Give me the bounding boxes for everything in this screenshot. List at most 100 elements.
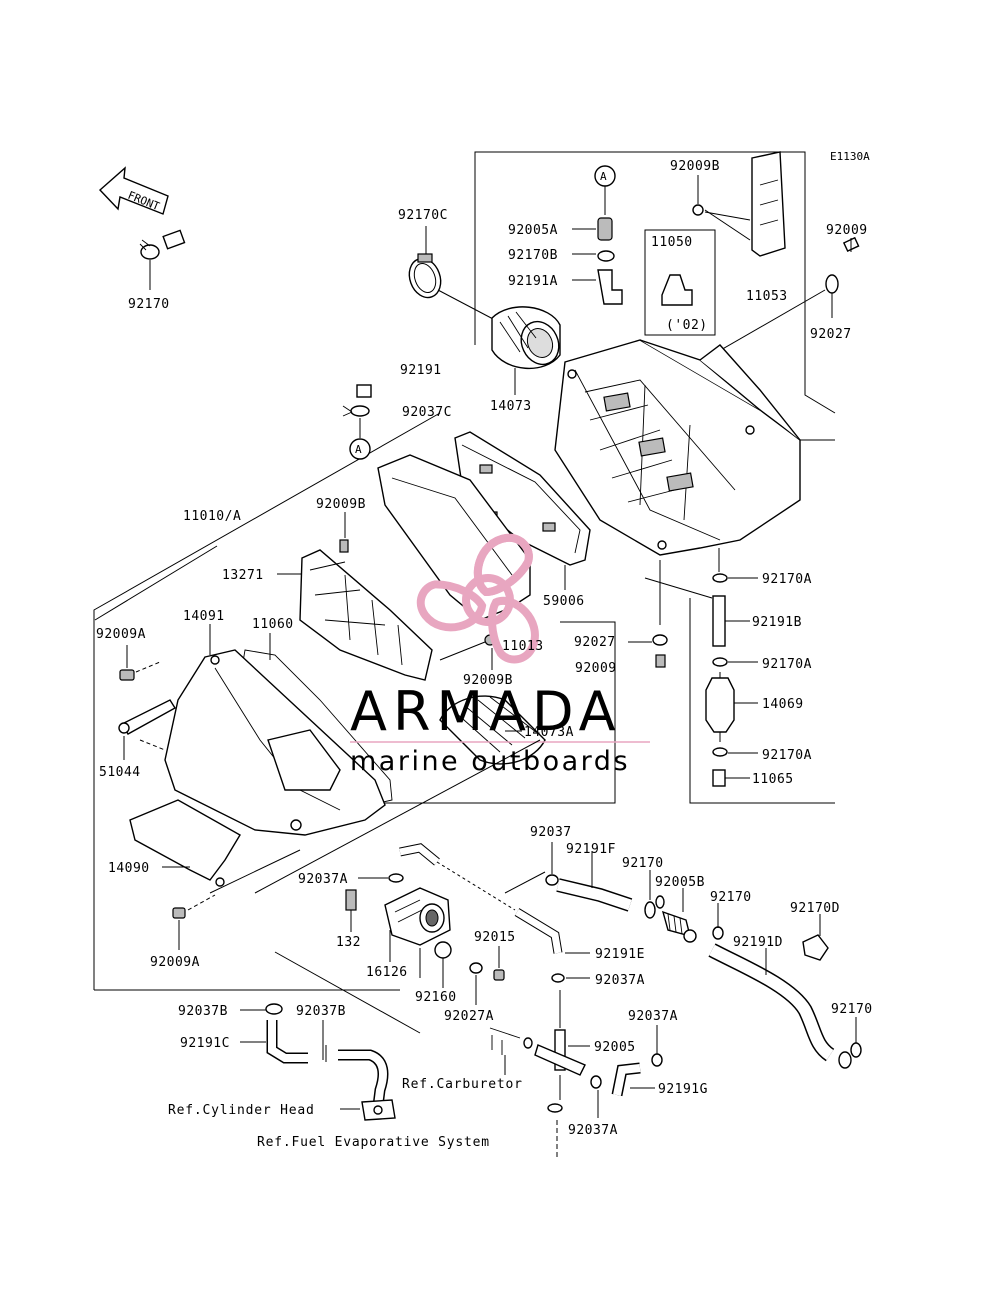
label-92037A-2: 92037A: [595, 973, 645, 988]
label-92027-right: 92027: [810, 327, 852, 342]
label-92170-c: 92170: [831, 1002, 873, 1017]
joint-92005B: [661, 888, 697, 943]
clamp-92170B: [572, 250, 615, 262]
label-92170C: 92170C: [398, 208, 448, 223]
clip-92170-top: [139, 239, 160, 290]
joint-92005: [534, 990, 590, 1100]
callout-a-left: A: [355, 443, 362, 456]
bolt-92009-right: [659, 236, 860, 386]
label-51044: 51044: [99, 765, 141, 780]
housing-14091: [164, 624, 386, 836]
label-92027A: 92027A: [444, 1009, 494, 1024]
label-92191: 92191: [400, 363, 442, 378]
ref-cylinder-head: Ref.Cylinder Head: [168, 1103, 315, 1118]
label-92009B-low: 92009B: [463, 673, 513, 688]
label-92037A-1: 92037A: [298, 872, 348, 887]
label-14090: 14090: [108, 861, 150, 876]
label-92009B-top: 92009B: [670, 159, 720, 174]
label-92005: 92005: [594, 1040, 636, 1055]
air-cleaner-housing: [554, 339, 801, 625]
label-92037B-1: 92037B: [178, 1004, 228, 1019]
bolt-132: [345, 889, 357, 932]
label-92009-right: 92009: [826, 223, 868, 238]
label-92191D: 92191D: [733, 935, 783, 950]
label-92037: 92037: [530, 825, 572, 840]
label-132: 132: [336, 935, 361, 950]
part-labels: E1130A 92170 92191 92037C 92170C 14073 9…: [96, 150, 873, 1150]
plate-13271: [277, 549, 491, 681]
label-92191A: 92191A: [508, 274, 558, 289]
clamp-92170A-3: [712, 747, 758, 757]
hose-92191F: [504, 851, 633, 912]
box-11050: [644, 229, 716, 336]
hose-92191: [162, 210, 373, 398]
label-92170-top: 92170: [128, 297, 170, 312]
pipe-cylinder-head: [338, 1049, 396, 1121]
ref-fuel-evap: Ref.Fuel Evaporative System: [257, 1135, 490, 1150]
clip-92037A-3: [651, 1025, 663, 1067]
label-92037A-4: 92037A: [568, 1123, 618, 1138]
label-92009-mid: 92009: [575, 661, 617, 676]
diagram-code: E1130A: [830, 150, 870, 163]
duct-14073A: [439, 695, 546, 765]
label-59006: 59006: [543, 594, 585, 609]
label-92009B-mid: 92009B: [316, 497, 366, 512]
elbow-92191A: [572, 269, 623, 305]
callout-a-top: A: [594, 165, 616, 215]
clamp-92170A-1: [712, 548, 758, 583]
label-14073A: 14073A: [524, 725, 574, 740]
label-92160: 92160: [415, 990, 457, 1005]
label-11065: 11065: [752, 772, 794, 787]
clamp-92170-a: [644, 870, 665, 919]
svg-text:A: A: [600, 170, 607, 183]
label-11010A: 11010/A: [183, 509, 241, 524]
label-11050-note: ('02): [666, 318, 708, 333]
hose-92191E: [399, 843, 590, 954]
plug-11065: [712, 769, 750, 787]
washer-92027A: [469, 962, 483, 1005]
washer-92027-mid: [628, 634, 668, 668]
clamp-92170-c: [838, 1017, 862, 1069]
label-16126: 16126: [366, 965, 408, 980]
bolt-92009A-top: [119, 645, 161, 681]
hose-92191C: [240, 1020, 308, 1064]
clamp-92170A-2: [712, 657, 758, 667]
label-92170D: 92170D: [790, 901, 840, 916]
label-11050: 11050: [651, 235, 693, 250]
grommet-92160: [434, 941, 452, 988]
watermark-brand: ARMADA: [350, 680, 622, 743]
label-92009A-top: 92009A: [96, 627, 146, 642]
label-11060: 11060: [252, 617, 294, 632]
fitting-92005A: [572, 217, 613, 241]
clip-92037A-2: [551, 973, 590, 983]
filter-14069: [705, 672, 758, 742]
label-92037B-2: 92037B: [296, 1004, 346, 1019]
valve-16126: [384, 887, 451, 978]
label-92191G: 92191G: [658, 1082, 708, 1097]
label-92191F: 92191F: [566, 842, 616, 857]
watermark-logo: [414, 538, 547, 667]
label-92005B: 92005B: [655, 875, 705, 890]
label-92191E: 92191E: [595, 947, 645, 962]
clip-92037A-1: [358, 873, 404, 883]
pin-51044: [118, 699, 176, 760]
duct-14073: [491, 306, 561, 395]
label-14073: 14073: [490, 399, 532, 414]
label-92027-mid: 92027: [574, 635, 616, 650]
hose-92191D: [708, 943, 835, 1062]
label-92037C: 92037C: [402, 405, 452, 420]
bolt-92009A-low: [172, 894, 216, 950]
hose-92191G: [611, 1062, 655, 1097]
front-arrow: FRONT: [98, 166, 169, 215]
label-92170-b: 92170: [710, 890, 752, 905]
label-92170A-3: 92170A: [762, 748, 812, 763]
bracket-14090: [129, 799, 241, 887]
bracket-11053: [704, 151, 786, 257]
ref-carburetor: Ref.Carburetor: [402, 1077, 523, 1092]
label-92170A-2: 92170A: [762, 657, 812, 672]
label-92015: 92015: [474, 930, 516, 945]
bolt-92009B-mid: [339, 512, 349, 553]
clip-92037B-1: [240, 1003, 283, 1015]
clip-92037: [545, 842, 559, 886]
